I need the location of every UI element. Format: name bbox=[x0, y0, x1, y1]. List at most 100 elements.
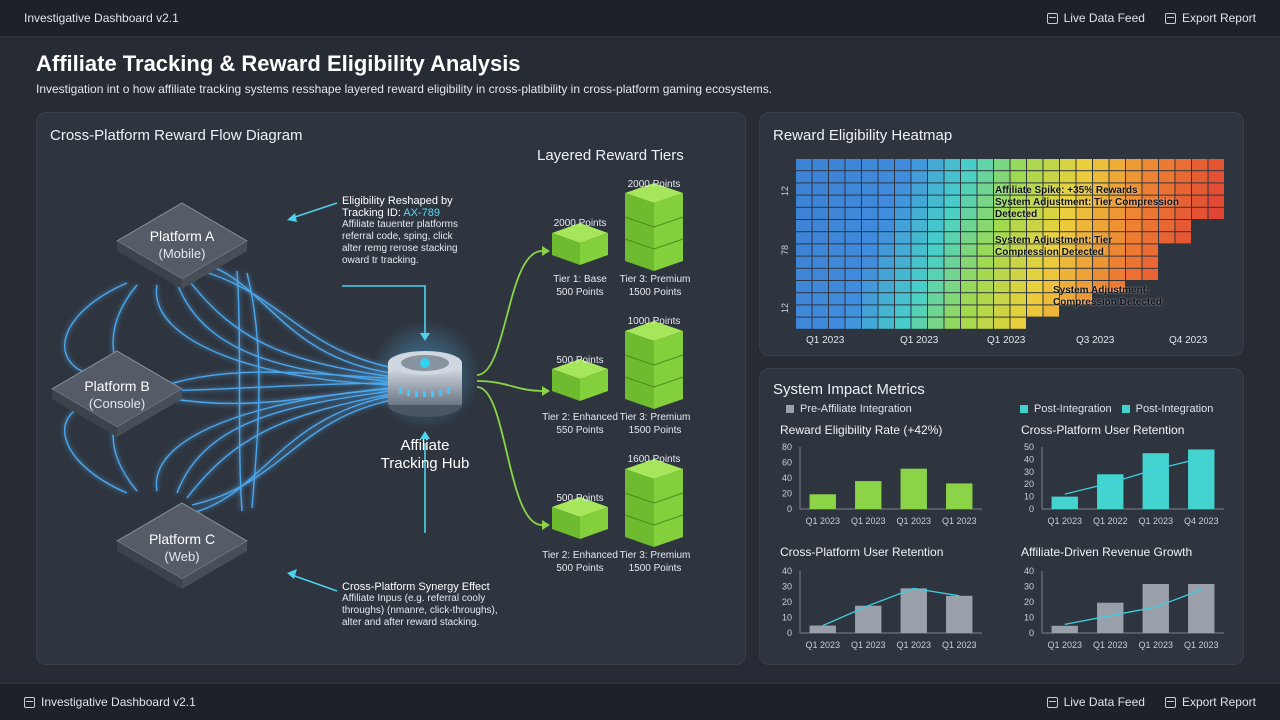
tier3-big-label: Tier 3: Premium 1500 Points bbox=[617, 549, 693, 575]
heatmap-grid[interactable] bbox=[760, 113, 1245, 357]
heat-cell bbox=[1043, 220, 1059, 232]
heat-cell bbox=[895, 317, 911, 329]
heat-cell bbox=[1142, 244, 1158, 256]
heat-cell bbox=[1159, 171, 1175, 183]
heat-cell bbox=[977, 195, 993, 207]
heat-cell bbox=[1076, 183, 1092, 195]
tier2-big-label: Tier 3: Premium 1500 Points bbox=[617, 411, 693, 437]
page-subtitle: Investigation int o how affiliate tracki… bbox=[36, 82, 773, 96]
x-tick-label: Q1 2023 bbox=[851, 516, 886, 526]
heatmap-x-label-2: Q1 2023 bbox=[900, 335, 939, 346]
heat-cell bbox=[1076, 268, 1092, 280]
platform-b-node bbox=[51, 350, 183, 437]
heat-cell bbox=[829, 317, 845, 329]
heat-cell bbox=[994, 207, 1010, 219]
heat-cell bbox=[928, 305, 944, 317]
legend-post: Post-Integration Post-Integration bbox=[1020, 403, 1213, 415]
x-tick-label: Q1 2023 bbox=[942, 516, 977, 526]
heat-cell bbox=[812, 232, 828, 244]
hub-label[interactable]: Affiliate Tracking Hub bbox=[367, 437, 483, 473]
heat-cell bbox=[1208, 171, 1224, 183]
heat-cell bbox=[1010, 281, 1026, 293]
heat-cell bbox=[1027, 220, 1043, 232]
heat-cell bbox=[911, 232, 927, 244]
heat-cell bbox=[994, 281, 1010, 293]
heat-cell bbox=[977, 305, 993, 317]
tier2-big-label-1: Tier 3: Premium bbox=[619, 412, 691, 423]
heatmap-annotation-tier-1: System Adjustment: Tier bbox=[995, 235, 1113, 246]
bar bbox=[900, 588, 927, 633]
heat-cell bbox=[1109, 232, 1125, 244]
heat-cell bbox=[812, 171, 828, 183]
platform-c-label[interactable]: Platform C (Web) bbox=[132, 531, 232, 565]
heat-cell bbox=[829, 195, 845, 207]
heat-cell bbox=[895, 305, 911, 317]
platform-b-label[interactable]: Platform B (Console) bbox=[67, 378, 167, 412]
footer-live-data-feed-button[interactable]: Live Data Feed bbox=[1046, 695, 1145, 709]
tier1-big-top: 2000 Points bbox=[627, 179, 681, 190]
heat-cell bbox=[1010, 305, 1026, 317]
heat-cell bbox=[977, 268, 993, 280]
heat-cell bbox=[944, 293, 960, 305]
heat-cell bbox=[796, 159, 812, 171]
y-tick-label: 50 bbox=[1024, 442, 1034, 452]
heat-cell bbox=[829, 305, 845, 317]
heat-cell bbox=[994, 183, 1010, 195]
heat-cell bbox=[796, 171, 812, 183]
heat-cell bbox=[845, 244, 861, 256]
tier2-small-label-2: 550 Points bbox=[556, 425, 604, 436]
y-tick-label: 30 bbox=[1024, 467, 1034, 477]
footer-export-report-button[interactable]: Export Report bbox=[1164, 695, 1256, 709]
heat-cell bbox=[1159, 159, 1175, 171]
heat-cell bbox=[862, 207, 878, 219]
heat-cell bbox=[796, 183, 812, 195]
heat-cell bbox=[829, 159, 845, 171]
y-tick-label: 0 bbox=[787, 628, 792, 638]
heat-cell bbox=[944, 171, 960, 183]
heat-cell bbox=[1043, 195, 1059, 207]
heat-cell bbox=[845, 207, 861, 219]
heat-cell bbox=[812, 305, 828, 317]
heat-cell bbox=[961, 183, 977, 195]
bar bbox=[1188, 449, 1215, 509]
heat-cell bbox=[1076, 293, 1092, 305]
heat-cell bbox=[1027, 232, 1043, 244]
tier2-small-label-1: Tier 2: Enhanced bbox=[542, 412, 618, 423]
heat-cell bbox=[878, 256, 894, 268]
bar bbox=[1051, 625, 1078, 633]
heat-cell bbox=[878, 268, 894, 280]
heat-cell bbox=[977, 244, 993, 256]
heat-cell bbox=[911, 171, 927, 183]
heatmap-annotation-spike-2: System Adjustment: Tier Compression bbox=[995, 197, 1179, 208]
export-report-button[interactable]: Export Report bbox=[1164, 11, 1256, 25]
heat-cell bbox=[1093, 232, 1109, 244]
heat-cell bbox=[1043, 281, 1059, 293]
heat-cell bbox=[994, 268, 1010, 280]
heat-cell bbox=[829, 256, 845, 268]
live-data-feed-button[interactable]: Live Data Feed bbox=[1046, 11, 1145, 25]
heat-cell bbox=[911, 159, 927, 171]
live-data-feed-label: Live Data Feed bbox=[1063, 11, 1145, 25]
heat-cell bbox=[878, 244, 894, 256]
heat-cell bbox=[845, 220, 861, 232]
heat-cell bbox=[845, 317, 861, 329]
heat-cell bbox=[961, 256, 977, 268]
database-icon bbox=[1046, 12, 1058, 24]
heat-cell bbox=[944, 281, 960, 293]
chart1-title: Reward Eligibility Rate (+42%) bbox=[780, 423, 943, 437]
heat-cell bbox=[1093, 244, 1109, 256]
heat-cell bbox=[1126, 268, 1142, 280]
platform-a-label[interactable]: Platform A (Mobile) bbox=[132, 228, 232, 262]
heat-cell bbox=[994, 305, 1010, 317]
annotation-eligibility-line4: oward tr tracking. bbox=[342, 255, 419, 266]
heat-cell bbox=[1010, 207, 1026, 219]
heat-cell bbox=[944, 244, 960, 256]
heatmap-x-label-1: Q1 2023 bbox=[806, 335, 845, 346]
bar bbox=[855, 481, 882, 509]
tier1-big-label: Tier 3: Premium 1500 Points bbox=[617, 273, 693, 299]
tier3-big-label-1: Tier 3: Premium bbox=[619, 550, 691, 561]
